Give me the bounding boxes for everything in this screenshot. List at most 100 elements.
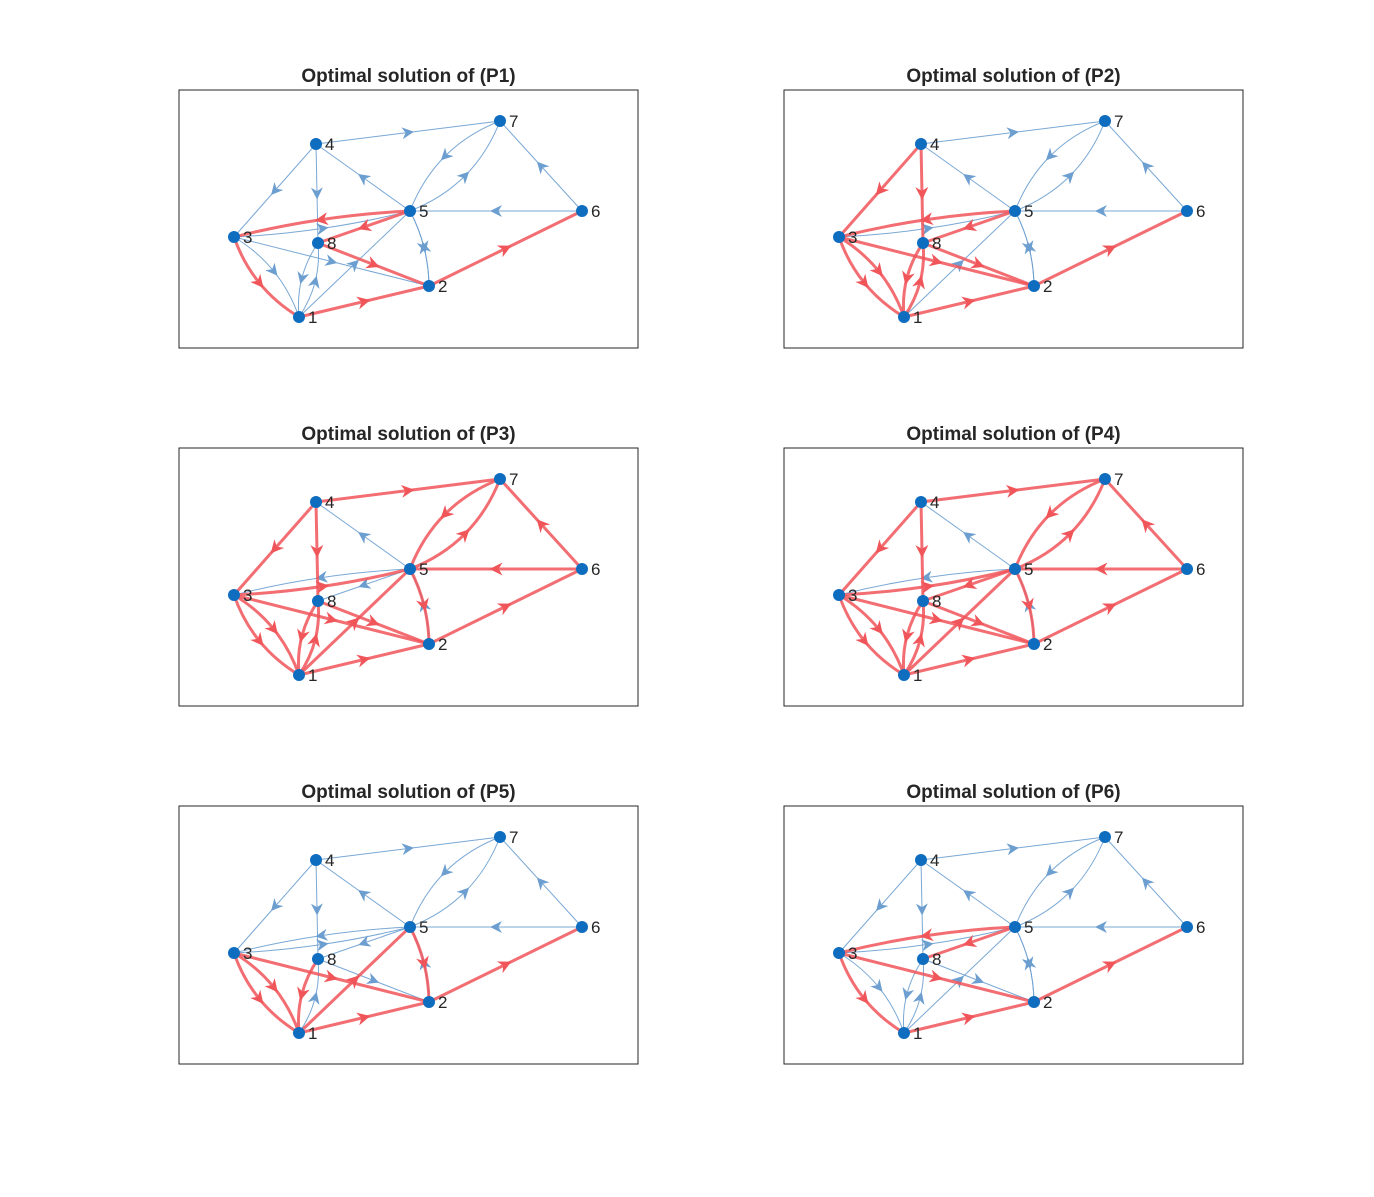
node-7 [1099, 115, 1111, 127]
edge-8-to-1 [902, 958, 924, 1034]
node-label-7: 7 [509, 112, 518, 131]
edge-8-to-2 [317, 958, 430, 1003]
node-label-4: 4 [325, 493, 334, 512]
node-label-8: 8 [932, 950, 941, 969]
edge-5-to-8-highlighted [317, 209, 411, 245]
edge-4-to-3 [838, 859, 922, 954]
edge-5-to-4 [920, 859, 1016, 928]
edge-3-to-2-highlighted [838, 593, 1035, 646]
node-8 [917, 237, 929, 249]
axes-frame [178, 805, 639, 1065]
node-label-2: 2 [1043, 635, 1052, 654]
edge-3-to-2-highlighted [838, 235, 1035, 288]
edge-2-to-6-highlighted [1033, 567, 1188, 646]
edge-3-to-5 [838, 210, 1016, 238]
edge-3-to-5 [233, 926, 411, 954]
node-label-1: 1 [308, 666, 317, 685]
edge-8-to-2 [922, 958, 1035, 1003]
node-label-5: 5 [1024, 918, 1033, 937]
node-8 [312, 595, 324, 607]
edge-5-to-8-highlighted [922, 925, 1016, 961]
edge-2-to-6-highlighted [1033, 925, 1188, 1004]
node-8 [312, 237, 324, 249]
panel-title: Optimal solution of (P4) [906, 424, 1120, 445]
edge-2-to-5 [409, 926, 432, 1003]
edge-6-to-7 [499, 836, 583, 928]
edge-3-to-1-highlighted [838, 593, 906, 676]
edge-1-to-5 [903, 926, 1016, 1034]
axes-frame [178, 89, 639, 349]
panel-title: Optimal solution of (P2) [906, 66, 1120, 87]
edge-3-to-1-highlighted [232, 952, 300, 1035]
node-2 [423, 638, 435, 650]
edge-7-to-5 [409, 836, 501, 928]
edge-5-to-2-highlighted [1013, 568, 1036, 645]
edge-1-to-5-highlighted [297, 925, 412, 1035]
node-label-7: 7 [509, 470, 518, 489]
node-1 [898, 1027, 910, 1039]
edge-1-to-8 [298, 242, 320, 318]
edge-5-to-3 [233, 926, 411, 954]
edge-6-to-7 [499, 120, 583, 212]
node-1 [293, 1027, 305, 1039]
edge-3-to-1 [233, 236, 300, 318]
edge-1-to-8 [903, 958, 925, 1034]
edge-5-to-7 [409, 836, 501, 928]
edge-4-to-8 [310, 143, 323, 244]
node-3 [833, 947, 845, 959]
edge-5-to-8 [317, 568, 411, 602]
node-4 [310, 496, 322, 508]
edge-4-to-7-highlighted [920, 477, 1106, 504]
edge-1-to-2-highlighted [298, 284, 430, 319]
edge-3-to-2-highlighted [233, 951, 430, 1004]
edge-5-to-2 [1014, 210, 1035, 287]
edge-8-to-2-highlighted [922, 241, 1035, 288]
edge-5-to-2 [1014, 926, 1035, 1003]
node-5 [404, 205, 416, 217]
edge-4-to-8 [310, 859, 323, 960]
node-5 [1009, 563, 1021, 575]
edge-2-to-5 [1014, 926, 1037, 1003]
edge-5-to-4 [315, 501, 411, 570]
node-2 [423, 280, 435, 292]
node-label-1: 1 [913, 666, 922, 685]
edge-5-to-7-highlighted [1014, 478, 1107, 571]
edge-5-to-7 [409, 120, 501, 212]
panel-title: Optimal solution of (P6) [906, 782, 1120, 803]
node-3 [833, 589, 845, 601]
node-7 [1099, 473, 1111, 485]
edge-1-to-5 [298, 210, 411, 318]
edge-5-to-8 [317, 926, 411, 960]
node-label-8: 8 [327, 592, 336, 611]
edge-3-to-5 [233, 210, 411, 238]
node-label-8: 8 [327, 234, 336, 253]
panel-title: Optimal solution of (P5) [301, 782, 515, 803]
node-label-4: 4 [325, 135, 334, 154]
edge-5-to-8-highlighted [922, 567, 1016, 603]
edge-5-to-4 [920, 501, 1016, 570]
node-4 [310, 854, 322, 866]
node-label-3: 3 [243, 228, 252, 247]
edge-1-to-8-highlighted [902, 600, 926, 676]
edge-4-to-3-highlighted [837, 143, 923, 238]
node-label-4: 4 [325, 851, 334, 870]
edge-2-to-5 [1014, 210, 1037, 287]
panel-title: Optimal solution of (P3) [301, 424, 515, 445]
edge-4-to-3-highlighted [232, 501, 318, 596]
node-2 [1028, 638, 1040, 650]
edge-1-to-2-highlighted [298, 1000, 430, 1035]
edge-5-to-8-highlighted [922, 209, 1016, 245]
edge-5-to-2 [409, 210, 430, 287]
edge-6-to-7 [1104, 836, 1188, 928]
node-6 [576, 563, 588, 575]
edge-4-to-7 [920, 836, 1106, 861]
edge-8-to-2-highlighted [922, 599, 1035, 646]
edge-6-to-7-highlighted [498, 477, 584, 571]
node-label-7: 7 [1114, 112, 1123, 131]
node-label-3: 3 [848, 228, 857, 247]
axes-frame [783, 447, 1244, 707]
node-label-3: 3 [848, 586, 857, 605]
